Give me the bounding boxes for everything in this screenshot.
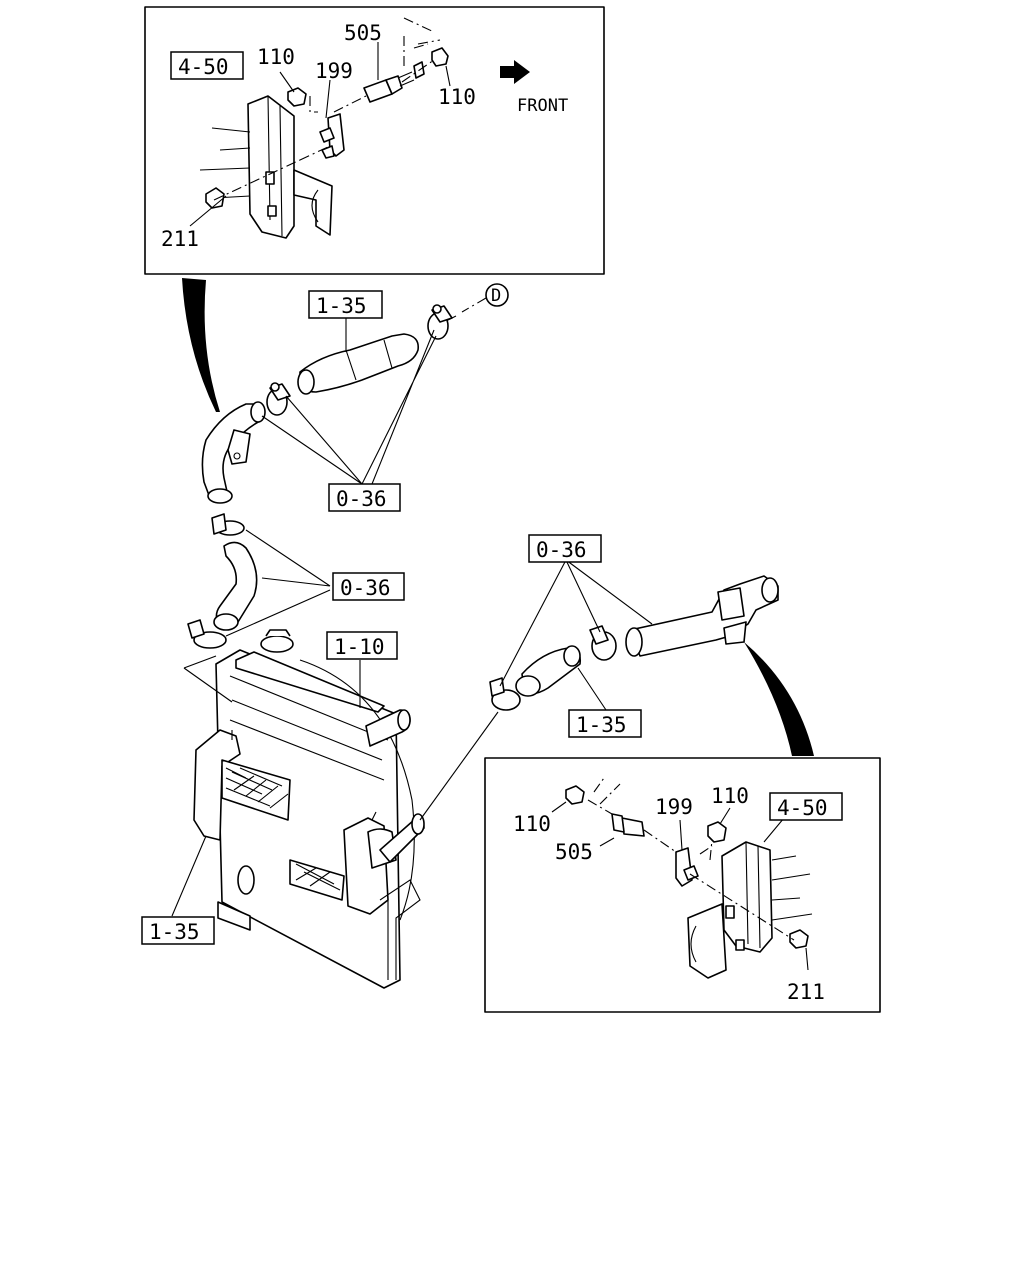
link-arrow-bottom — [744, 642, 814, 756]
top-part-505-label: 505 — [344, 21, 382, 45]
callout-left-1-35: 1-35 — [141, 916, 215, 945]
front-label: FRONT — [517, 96, 568, 116]
right-ref-1-35-label: 1-35 — [576, 713, 627, 737]
bottom-nut-211 — [789, 929, 809, 949]
top-ref-4-50-label: 4-50 — [178, 55, 229, 79]
upper-clamp-right — [427, 304, 453, 340]
bottom-ref-4-50-label: 4-50 — [777, 796, 828, 820]
top-part-110-b-label: 110 — [438, 85, 476, 109]
bottom-part-110-a-label: 110 — [513, 812, 551, 836]
top-inset-frame — [144, 6, 605, 275]
top-sensor-505 — [363, 71, 415, 103]
top-nut-110-a — [287, 87, 307, 107]
upper-hose-group: D 1-35 0-36 — [201, 283, 509, 512]
bottom-part-110-b-label: 110 — [711, 784, 749, 808]
radiator-cap — [260, 629, 294, 653]
callout-right-0-36: 0-36 — [528, 534, 602, 563]
callout-top-4-50: 4-50 — [170, 51, 244, 80]
bottom-part-199-label: 199 — [655, 795, 693, 819]
mid-clamp-top — [211, 513, 245, 536]
top-part-110-a-label: 110 — [257, 45, 295, 69]
callout-right-1-35: 1-35 — [568, 709, 642, 738]
bottom-frame-bracket — [687, 841, 813, 979]
top-part-199-label: 199 — [315, 59, 353, 83]
radiator-ref-1-10-label: 1-10 — [334, 635, 385, 659]
left-ref-1-35-label: 1-35 — [149, 920, 200, 944]
callout-radiator-1-10: 1-10 — [326, 631, 398, 660]
top-detail-inset: FRONT 4-50 110 505 199 110 211 — [144, 6, 605, 275]
callout-bottom-4-50: 4-50 — [769, 792, 843, 821]
right-hose-group: 0-36 1-35 — [419, 534, 779, 821]
front-arrow-icon — [500, 60, 530, 84]
right-clamp-upper — [589, 625, 617, 661]
bottom-inset-frame — [484, 757, 881, 1013]
right-ref-0-36-label: 0-36 — [536, 538, 587, 562]
top-nut-110-b — [431, 47, 449, 67]
top-nut-211 — [205, 187, 225, 209]
callout-upper-1-35: 1-35 — [308, 290, 383, 319]
mid-ref-0-36-label: 0-36 — [340, 576, 391, 600]
mid-clamp-bottom — [187, 619, 227, 649]
right-metal-pipe — [629, 575, 779, 657]
bottom-nut-110-b — [707, 821, 727, 843]
link-arrow-top — [182, 278, 220, 412]
middle-hose-group: 0-36 — [187, 513, 405, 649]
bottom-detail-inset: 110 505 199 110 4-50 211 — [484, 757, 881, 1013]
upper-clamp-left — [266, 382, 291, 416]
upper-ref-1-35-label: 1-35 — [316, 294, 367, 318]
radiator-assembly: 1-10 1-35 — [141, 629, 425, 989]
bottom-nut-110-a — [565, 785, 585, 805]
bottom-sensor-505 — [611, 813, 645, 837]
upper-hose — [299, 333, 420, 393]
upper-ref-0-36-label: 0-36 — [336, 487, 387, 511]
callout-mid-0-36: 0-36 — [332, 572, 405, 601]
bottom-part-505-label: 505 — [555, 840, 593, 864]
marker-d-circle — [485, 283, 509, 307]
right-clamp-lower — [489, 677, 521, 711]
top-frame-bracket — [199, 95, 333, 239]
marker-d-label: D — [491, 286, 501, 306]
top-part-211-label: 211 — [161, 227, 199, 251]
bottom-part-211-label: 211 — [787, 980, 825, 1004]
callout-upper-0-36: 0-36 — [328, 483, 401, 512]
